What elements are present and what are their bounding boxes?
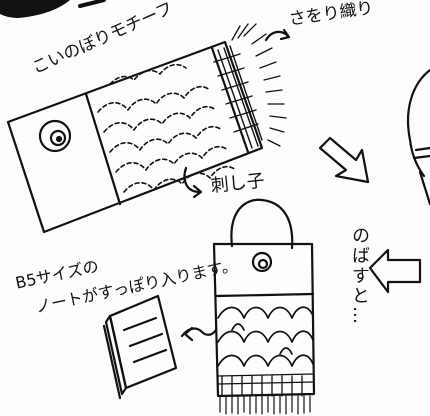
when-stretched-label: のばすと… — [349, 226, 370, 326]
outline-arrow-icon — [318, 136, 370, 184]
outline-arrow-icon — [368, 248, 422, 294]
tote-bag — [212, 198, 316, 415]
sashiko-pattern — [97, 63, 237, 193]
carp-eye-icon — [38, 119, 72, 153]
carp-eye-icon — [251, 251, 273, 273]
pointer-arrow — [183, 166, 202, 194]
scale-pattern — [217, 306, 314, 367]
koinobori-streamer — [6, 23, 287, 234]
notebook-drawing — [102, 294, 178, 400]
brush-stroke-mark — [0, 0, 70, 18]
cropped-bag-drawing — [406, 68, 430, 206]
